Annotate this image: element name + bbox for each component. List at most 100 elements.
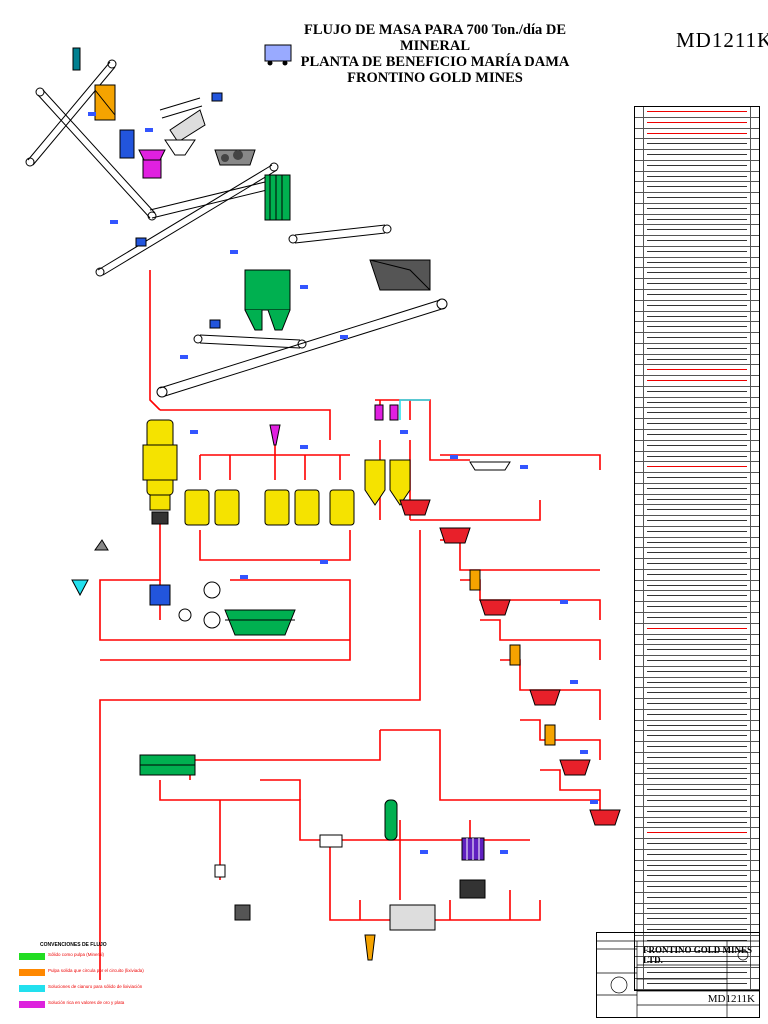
refinery-section xyxy=(139,754,486,961)
equipment-row xyxy=(635,709,759,721)
equipment-row xyxy=(635,236,759,247)
equipment-row xyxy=(635,386,759,398)
equipment-row xyxy=(635,225,759,237)
equipment-row xyxy=(635,968,759,980)
title-line-1: FLUJO DE MASA PARA 700 Ton./día DE xyxy=(304,22,566,38)
equipment-row xyxy=(635,494,759,506)
equipment-row xyxy=(635,774,759,786)
legend-swatch-cyan xyxy=(19,985,45,992)
equipment-row xyxy=(635,322,759,334)
equipment-row xyxy=(635,796,759,807)
equipment-row xyxy=(635,677,759,689)
equipment-row xyxy=(635,354,759,366)
legend-label: Solución rica en valores de oro y plata xyxy=(48,1000,125,1005)
equipment-row xyxy=(635,946,759,958)
equipment-row xyxy=(635,645,759,657)
equipment-row xyxy=(635,656,759,667)
equipment-row xyxy=(635,290,759,301)
legend-item: Pulpa solida que circula por el circuito… xyxy=(14,967,194,980)
title-block-grid xyxy=(597,940,759,1017)
title-line-3: PLANTA DE BENEFICIO MARÍA DAMA xyxy=(300,54,570,70)
legend-swatch-magenta xyxy=(19,1001,45,1008)
equipment-row xyxy=(635,903,759,915)
equipment-row xyxy=(635,752,759,764)
leach-tanks xyxy=(364,404,621,826)
equipment-row xyxy=(635,591,759,603)
title-line-2: MINERAL xyxy=(399,38,471,54)
equipment-row xyxy=(635,871,759,883)
drawing-title: FLUJO DE MASA PARA 700 Ton./día DE MINER… xyxy=(300,22,570,86)
equipment-row xyxy=(635,634,759,646)
drawing-code: MD1211K xyxy=(676,28,768,52)
equipment-row xyxy=(635,839,759,850)
cone-crusher xyxy=(119,129,135,159)
equipment-row xyxy=(635,559,759,570)
equipment-row xyxy=(635,785,759,796)
crushing-section xyxy=(72,44,292,247)
equipment-row xyxy=(635,526,759,538)
equipment-row xyxy=(635,268,759,280)
equipment-row xyxy=(635,516,759,527)
equipment-row xyxy=(635,580,759,592)
equipment-row xyxy=(635,311,759,323)
equipment-row xyxy=(635,720,759,732)
equipment-row xyxy=(635,246,759,258)
equipment-row xyxy=(635,408,759,420)
equipment-row xyxy=(635,925,759,936)
title-block: FRONTINO GOLD MINES LTD. MD1211K xyxy=(596,932,760,1018)
equipment-row xyxy=(635,451,759,463)
legend-item: Soluciones de cianuro para sólido de lix… xyxy=(14,983,194,996)
equipment-row xyxy=(635,731,759,743)
ore-bins xyxy=(209,174,431,331)
equipment-row xyxy=(635,699,759,710)
equipment-row xyxy=(635,171,759,183)
equipment-row xyxy=(635,128,759,140)
equipment-row xyxy=(635,343,759,355)
equipment-row xyxy=(635,623,759,635)
equipment-row xyxy=(635,860,759,872)
equipment-row xyxy=(635,914,759,926)
equipment-row xyxy=(635,742,759,753)
equipment-row xyxy=(635,473,759,484)
legend-label: Pulpa solida que circula por el circuito… xyxy=(48,968,144,973)
equipment-row xyxy=(635,537,759,549)
equipment-row xyxy=(635,419,759,430)
equipment-row xyxy=(635,569,759,581)
equipment-row xyxy=(635,203,759,215)
flow-legend: CONVENCIONES DE FLUJO Sólido como pulpa … xyxy=(14,942,194,1012)
equipment-row xyxy=(635,429,759,441)
equipment-row xyxy=(635,817,759,829)
equipment-row xyxy=(635,139,759,151)
flow-lines xyxy=(99,270,601,980)
equipment-row xyxy=(635,548,759,560)
company-name: FRONTINO GOLD MINES LTD. xyxy=(643,945,753,965)
flow-tags xyxy=(88,112,598,854)
equipment-row xyxy=(635,333,759,344)
equipment-row xyxy=(635,107,759,118)
equipment-row xyxy=(635,462,759,474)
equipment-row xyxy=(635,397,759,409)
equipment-row xyxy=(635,666,759,678)
thickener xyxy=(178,581,296,636)
equipment-row xyxy=(635,214,759,226)
equipment-row xyxy=(635,979,759,990)
equipment-row xyxy=(635,957,759,969)
equipment-row xyxy=(635,160,759,172)
equipment-row xyxy=(635,882,759,893)
legend-item: Sólido como pulpa (Mineral) xyxy=(14,951,194,964)
equipment-row xyxy=(635,182,759,194)
equipment-row xyxy=(635,365,759,377)
legend-swatch-orange xyxy=(19,969,45,976)
equipment-row xyxy=(635,193,759,204)
equipment-row xyxy=(635,612,759,624)
equipment-row xyxy=(635,806,759,818)
equipment-row xyxy=(635,257,759,269)
equipment-row xyxy=(635,602,759,613)
equipment-row xyxy=(635,505,759,517)
conveyor-belts xyxy=(25,59,448,398)
equipment-row xyxy=(635,279,759,291)
title-block-code: MD1211K xyxy=(707,993,755,1005)
equipment-list xyxy=(634,106,760,991)
legend-swatch-green xyxy=(19,953,45,960)
